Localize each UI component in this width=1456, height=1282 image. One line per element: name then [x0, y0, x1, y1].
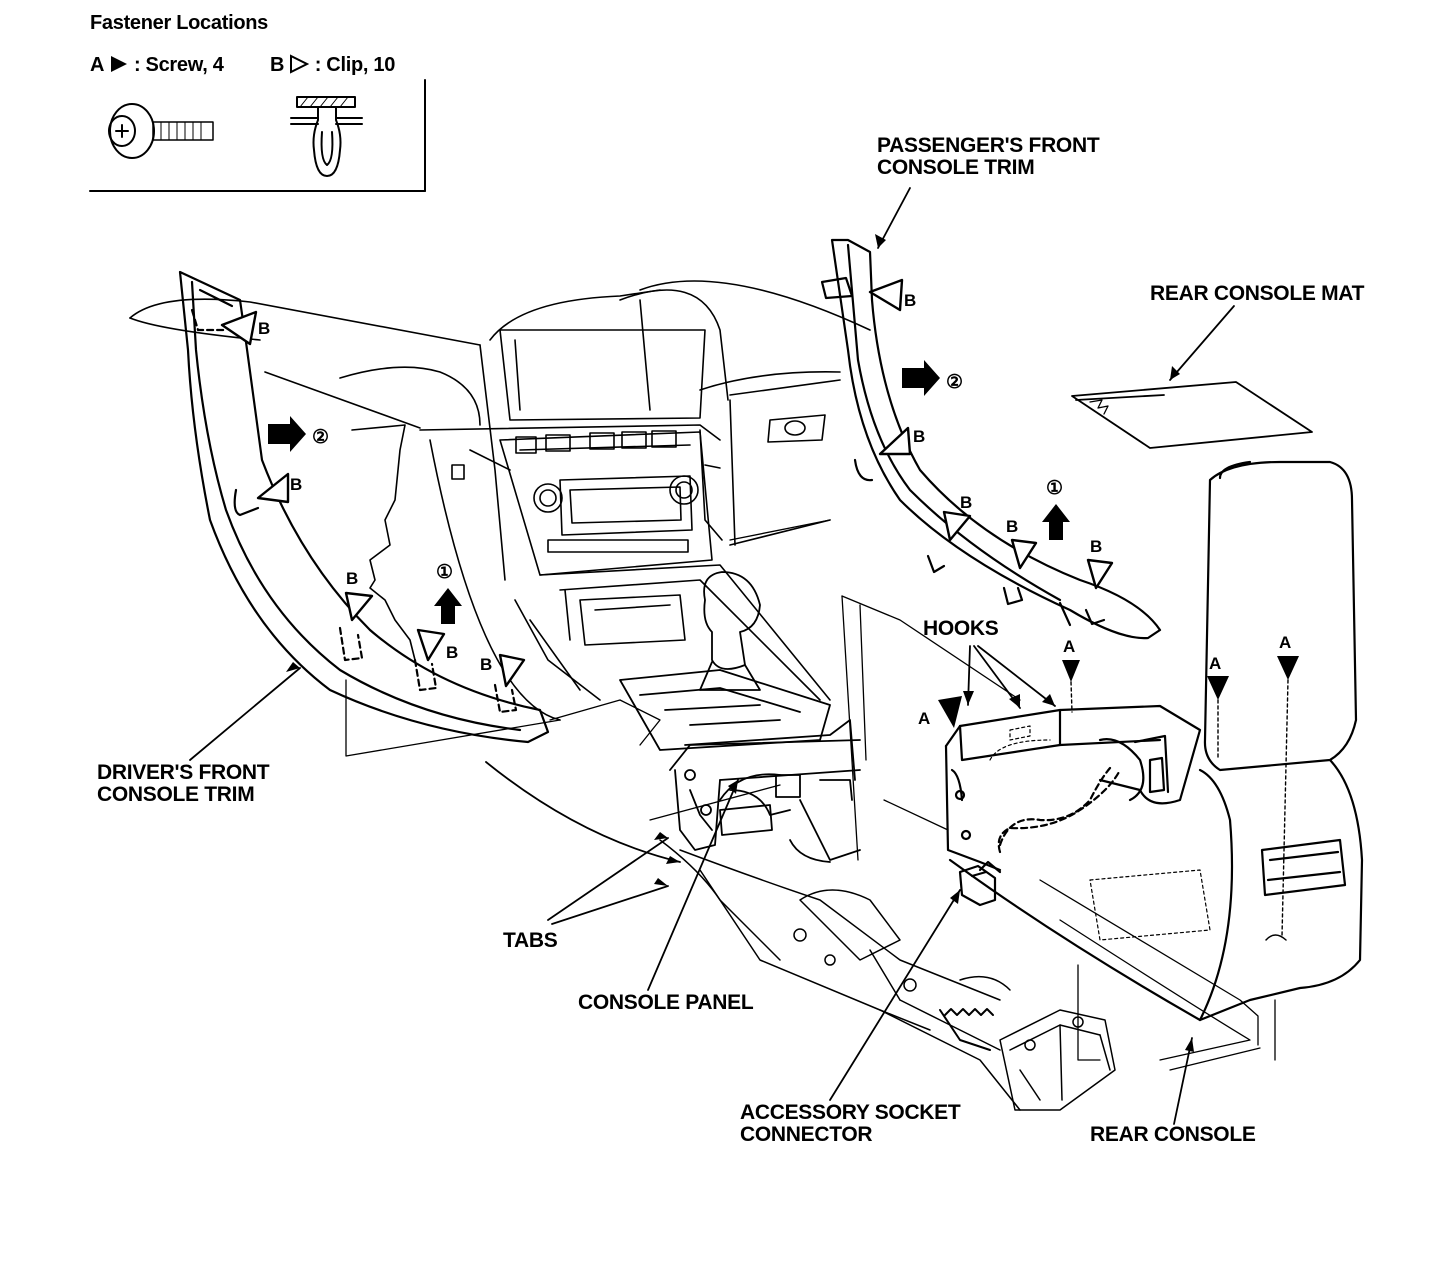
legend-title: Fastener Locations [90, 12, 268, 34]
guide-lines [345, 519, 1276, 1071]
clip-letter: B [1006, 517, 1018, 536]
floor-tunnel [659, 839, 1116, 1111]
legend-clip-desc: : Clip, 10 [314, 54, 396, 76]
solid-triangle-icon [110, 56, 127, 72]
clip-letter: B [446, 643, 458, 662]
clip-letter: B [904, 291, 916, 310]
label-line: CONSOLE TRIM [877, 156, 1035, 179]
step2-number-passenger: ② [946, 372, 963, 393]
label-line: ACCESSORY SOCKET [740, 1101, 961, 1124]
legend-clip-row: B : Clip, 10 [270, 54, 395, 76]
driver-front-console-trim [178, 270, 550, 744]
leader-arrowheads [286, 234, 1194, 1052]
clip-letter: B [258, 319, 270, 338]
legend-clip-letter: B [270, 54, 285, 76]
lift-step1-arrow-driver [434, 588, 462, 624]
clip-letter: B [913, 427, 925, 446]
clip-marker-letters: B B B B B B B B B B [258, 291, 1102, 674]
clip-icon [290, 96, 363, 177]
legend-screw-row: A : Screw, 4 [90, 54, 224, 76]
step-arrows [268, 360, 1070, 624]
clip-letter: B [346, 569, 358, 588]
screw-letter: A [918, 709, 930, 728]
driver-cutaway-edge [351, 424, 416, 661]
rear-console [944, 460, 1364, 1022]
label-rear-console: REAR CONSOLE [1090, 1123, 1256, 1146]
step-numbers: ② ② ① ① [312, 372, 1063, 583]
clip-letter: B [480, 655, 492, 674]
gear-shifter [619, 571, 831, 751]
screw-marker-ticks [1070, 679, 1289, 937]
leader-lines [189, 187, 1235, 1125]
label-hooks: HOOKS [923, 617, 999, 640]
console-bracket [669, 719, 861, 863]
screw-letter: A [1063, 637, 1075, 656]
screw-markers [938, 656, 1299, 728]
label-driver-front-console-trim: DRIVER'S FRONT CONSOLE TRIM [97, 761, 270, 806]
label-line: CONSOLE TRIM [97, 783, 255, 806]
clip-letter: B [1090, 537, 1102, 556]
label-console-panel: CONSOLE PANEL [578, 991, 754, 1014]
clip-letter: B [290, 475, 302, 494]
dashboard-outline [129, 280, 871, 721]
screw-marker-letters: A A A A [918, 633, 1291, 728]
label-accessory-socket-connector: ACCESSORY SOCKET CONNECTOR [740, 1101, 961, 1146]
step1-number-driver: ① [436, 562, 453, 583]
screw-letter: A [1279, 633, 1291, 652]
label-rear-console-mat: REAR CONSOLE MAT [1150, 282, 1365, 305]
label-tabs: TABS [503, 929, 558, 952]
label-line: PASSENGER'S FRONT [877, 134, 1100, 157]
clip-letter: B [960, 493, 972, 512]
clip-markers [220, 278, 1114, 688]
open-triangle-icon [290, 54, 310, 74]
label-line: DRIVER'S FRONT [97, 761, 270, 784]
legend-screw-desc: : Screw, 4 [133, 54, 224, 76]
legend-box [89, 79, 426, 192]
rear-console-mat [1071, 381, 1313, 449]
lift-step1-arrow-passenger [1042, 504, 1070, 540]
step1-number-passenger: ① [1046, 478, 1063, 499]
screw-icon [108, 103, 214, 159]
label-line: CONNECTOR [740, 1123, 873, 1146]
step2-number-driver: ② [312, 427, 329, 448]
move-step2-arrow-driver [268, 416, 306, 452]
legend-screw-letter: A [90, 54, 104, 76]
screw-letter: A [1209, 654, 1221, 673]
move-step2-arrow-passenger [902, 360, 940, 396]
label-passenger-front-console-trim: PASSENGER'S FRONT CONSOLE TRIM [877, 134, 1100, 179]
passenger-front-console-trim [820, 238, 1162, 640]
